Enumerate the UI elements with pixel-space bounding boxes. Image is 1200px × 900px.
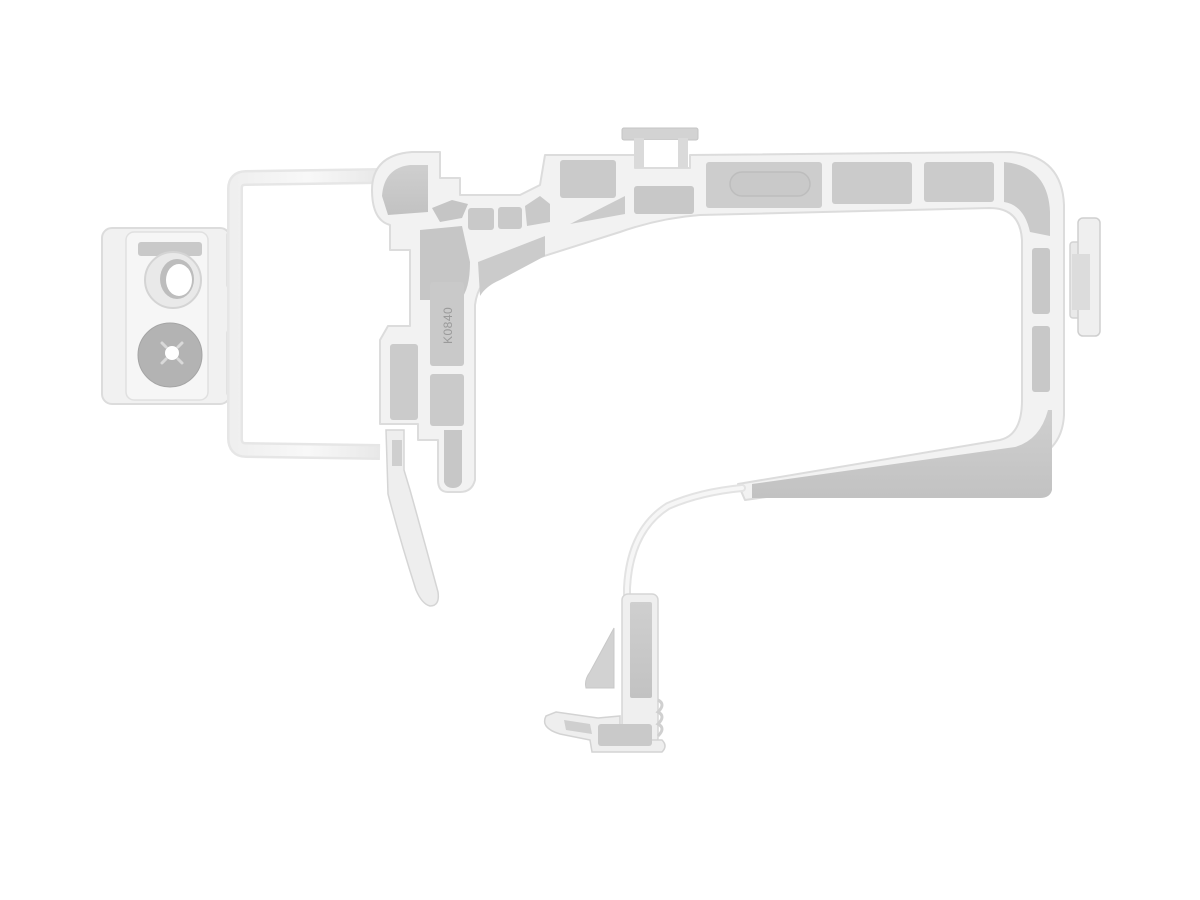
marking-pocket — [430, 282, 464, 366]
molded-marking: K0840 — [441, 307, 455, 344]
clip-module — [101, 227, 240, 405]
lower-hook — [543, 593, 666, 753]
strap-loop — [227, 168, 381, 460]
oval-emboss — [729, 171, 811, 197]
main-frame: K0840 — [371, 151, 1065, 501]
right-snap-tab — [1069, 217, 1101, 337]
top-snap-tab — [621, 127, 699, 168]
flex-arm — [623, 484, 746, 604]
cross-slot-icon — [160, 341, 184, 365]
clip-top-slot — [138, 242, 202, 256]
mounting-hole — [166, 264, 192, 296]
latch-finger — [385, 429, 440, 607]
